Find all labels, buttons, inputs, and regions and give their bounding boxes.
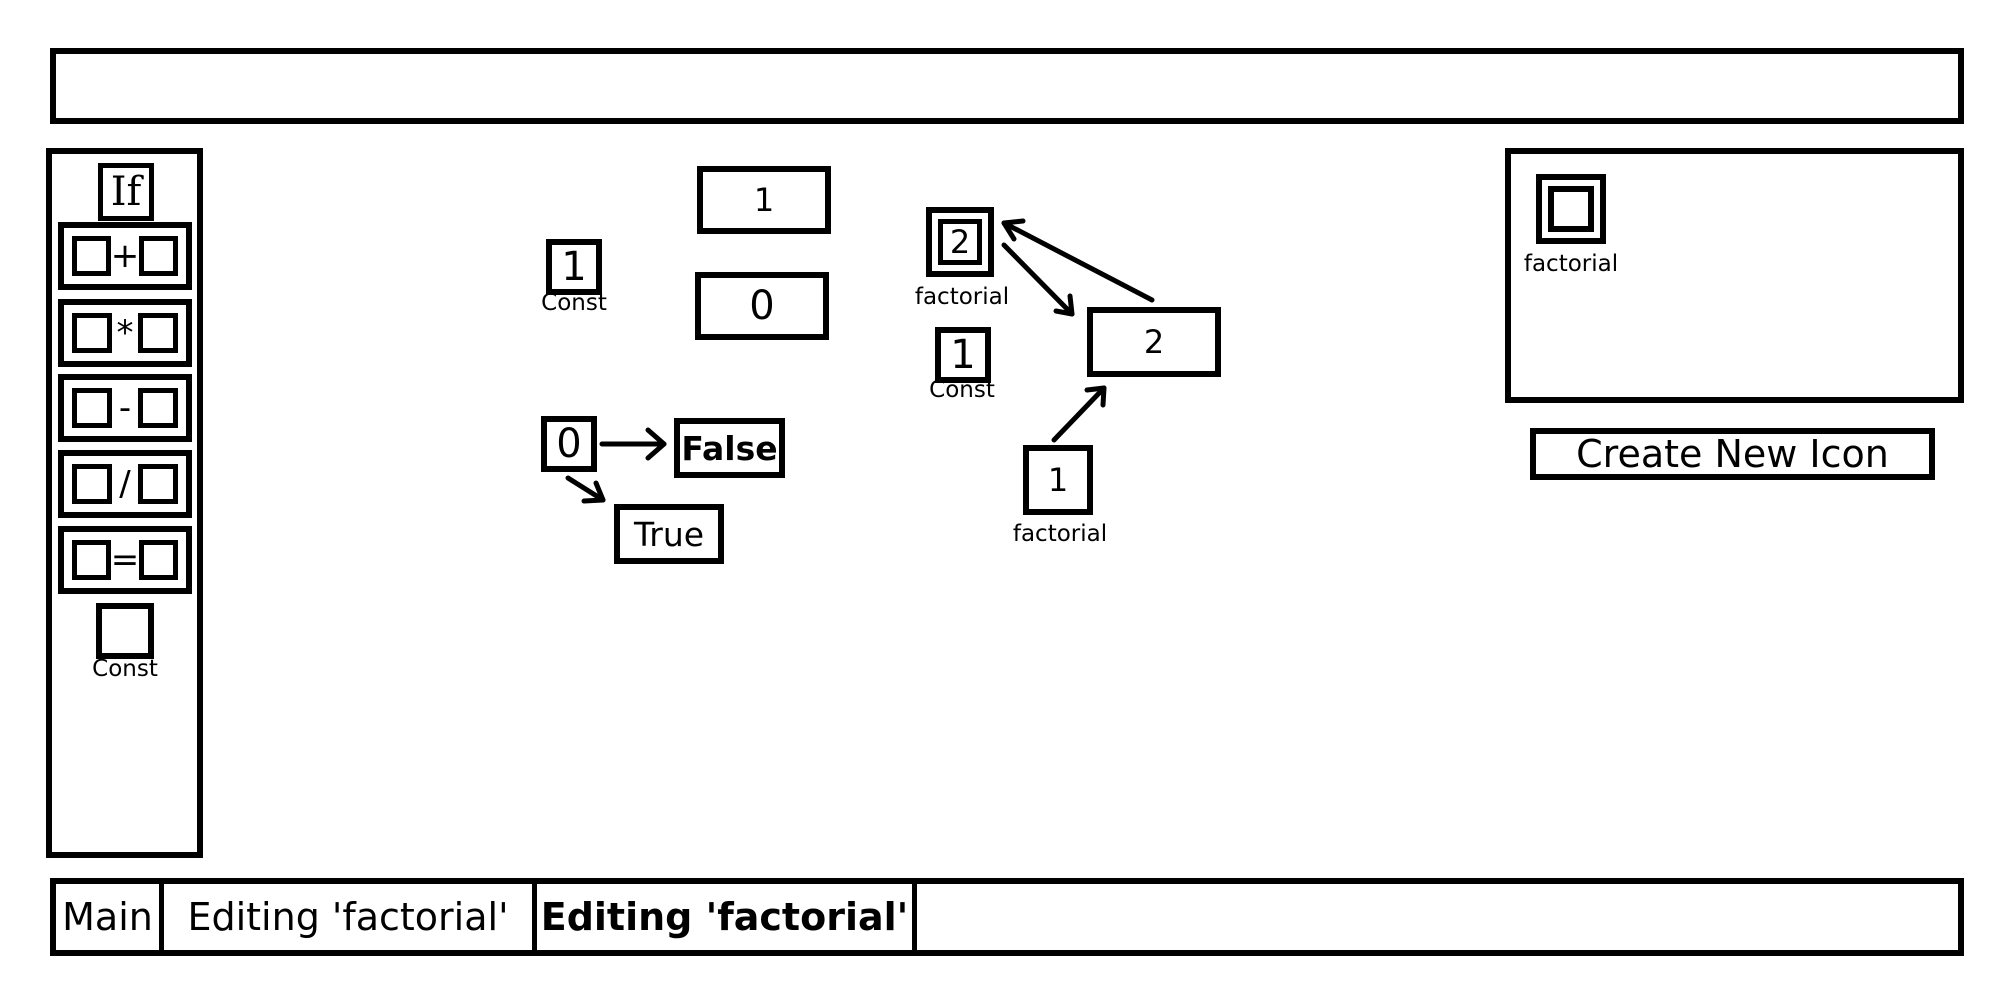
tab-editing-label: Editing 'factorial' <box>540 895 909 939</box>
arrow-icon <box>565 475 606 504</box>
const-node-value: 1 <box>950 332 976 378</box>
value-node[interactable]: 0 <box>695 272 829 340</box>
value-node-text: 2 <box>1143 323 1165 361</box>
create-new-icon-label: Create New Icon <box>1576 432 1889 476</box>
factorial-icon[interactable] <box>1536 174 1606 244</box>
tab-main[interactable]: Main <box>56 878 164 956</box>
value-node-text: 0 <box>749 283 775 329</box>
const-node[interactable]: 1 <box>546 239 602 295</box>
true-label: True <box>633 514 705 554</box>
arrow-icon <box>1001 218 1155 303</box>
const-node-label: Const <box>541 290 607 316</box>
tab-editing-label: Editing 'factorial' <box>187 895 509 939</box>
factorial-call-inner: 2 <box>938 219 982 265</box>
factorial-icon-inner <box>1548 186 1594 232</box>
arrow-icon <box>1051 385 1107 443</box>
true-node[interactable]: True <box>614 504 724 564</box>
palette-multiply-block[interactable]: * <box>58 299 192 367</box>
operand-slot <box>138 313 178 353</box>
tab-bar <box>50 878 1964 956</box>
operand-slot <box>72 540 111 580</box>
palette-divide-block[interactable]: / <box>58 450 192 518</box>
factorial-node-label: factorial <box>1012 521 1108 547</box>
top-bar <box>50 48 1964 124</box>
create-new-icon-button[interactable]: Create New Icon <box>1530 428 1935 480</box>
factorial-call-label: factorial <box>914 284 1010 310</box>
if-label: If <box>110 169 142 215</box>
false-label: False <box>681 428 778 468</box>
palette-equals-block[interactable]: = <box>58 526 192 594</box>
equals-symbol: = <box>110 540 140 580</box>
factorial-node-value: 1 <box>1047 461 1069 499</box>
tab-main-label: Main <box>62 895 153 939</box>
operand-slot <box>139 236 178 276</box>
factorial-node[interactable]: 1 <box>1023 445 1093 515</box>
multiply-symbol: * <box>116 313 134 353</box>
palette-if-block[interactable]: If <box>98 163 154 221</box>
palette-const-block[interactable] <box>96 603 154 659</box>
value-node[interactable]: 1 <box>697 166 831 234</box>
const-node-label: Const <box>929 377 995 403</box>
palette-const-label: Const <box>92 656 158 682</box>
false-node[interactable]: False <box>674 418 785 478</box>
operand-slot <box>138 388 178 428</box>
palette-subtract-block[interactable]: - <box>58 374 192 442</box>
operand-slot <box>72 313 112 353</box>
factorial-icon-label: factorial <box>1523 251 1619 277</box>
divide-symbol: / <box>119 464 131 504</box>
operand-slot <box>138 464 178 504</box>
value-node-text: 1 <box>753 181 775 219</box>
tab-editing-factorial-active[interactable]: Editing 'factorial' <box>537 878 917 956</box>
add-symbol: + <box>110 236 140 276</box>
operand-slot <box>72 236 111 276</box>
operand-slot <box>139 540 178 580</box>
arrow-icon <box>599 427 667 461</box>
tab-editing-factorial[interactable]: Editing 'factorial' <box>164 878 537 956</box>
const-node[interactable]: 1 <box>935 327 991 383</box>
operand-slot <box>72 388 112 428</box>
condition-node-value: 0 <box>556 421 582 467</box>
palette-add-block[interactable]: + <box>58 222 192 290</box>
const-node-value: 1 <box>561 244 587 290</box>
condition-node[interactable]: 0 <box>541 416 597 472</box>
subtract-symbol: - <box>118 388 132 428</box>
operand-slot <box>72 464 112 504</box>
factorial-call-node[interactable]: 2 <box>926 207 994 277</box>
value-node[interactable]: 2 <box>1087 307 1221 377</box>
factorial-call-value: 2 <box>949 223 971 261</box>
